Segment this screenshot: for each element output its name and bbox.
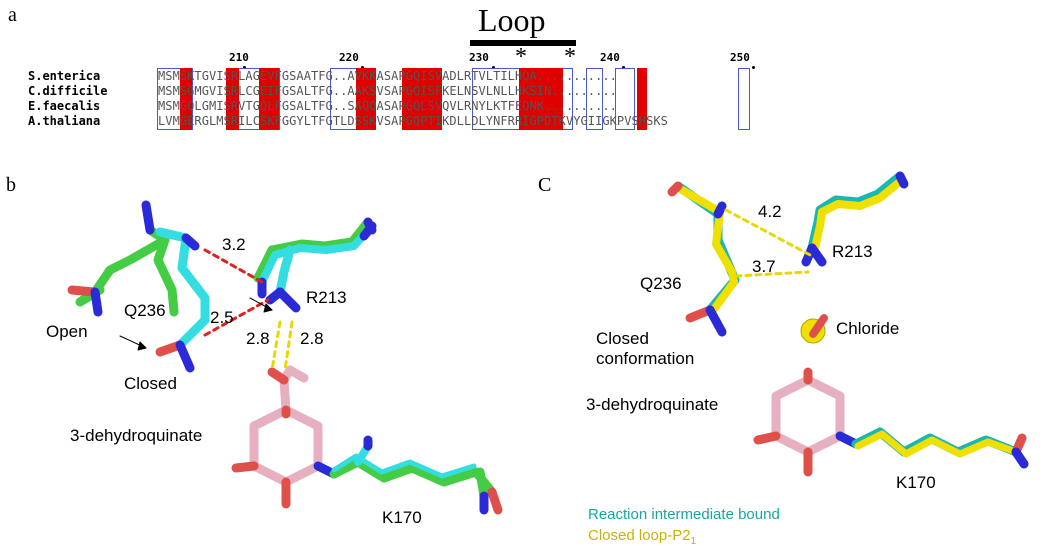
- q236-closed-cyan: [155, 227, 210, 373]
- position-tick-230: 230: [469, 51, 489, 64]
- chloride-label: Chloride: [836, 319, 899, 338]
- species-name-s-enterica: S.enterica: [28, 69, 101, 83]
- distance-label-b-4: 2.8: [300, 329, 324, 348]
- identical-block: [402, 68, 442, 130]
- position-tick-210: 210: [229, 51, 249, 64]
- position-tick-220: 220: [339, 51, 359, 64]
- chloride-ion: [800, 314, 828, 344]
- ligand-label-c: 3-dehydroquinate: [586, 395, 718, 414]
- dehydroquinate-ring-b: [231, 365, 339, 509]
- species-name-a-thaliana: A.thaliana: [28, 114, 101, 128]
- similar-block: [738, 68, 750, 130]
- panel-b-label: b: [6, 174, 16, 196]
- tick-dot: [752, 66, 755, 69]
- distance-label-b-2: 2.5: [210, 308, 234, 327]
- closed-label: Closed: [124, 374, 177, 393]
- identical-block: [356, 68, 376, 130]
- identical-block: [226, 68, 239, 130]
- panel-c-label: C: [538, 174, 552, 196]
- distance-label-c-1: 4.2: [758, 202, 782, 221]
- residue-label-r213-c: R213: [832, 242, 873, 261]
- residue-label-k170-b: K170: [382, 508, 422, 527]
- identical-block: [180, 68, 192, 130]
- identical-block: [519, 68, 563, 130]
- open-label: Open: [46, 322, 88, 341]
- q236-open-green: [67, 200, 179, 317]
- panel-a-label: a: [8, 4, 17, 26]
- tick-dot: [492, 66, 495, 69]
- sequence-a-thaliana: LVMGERGLMSRILCSKFGGYLTFGTLDSSKVSAPGQPTIK…: [158, 114, 668, 128]
- conserved-star-1: *: [515, 44, 527, 70]
- k170-c: [851, 427, 1029, 469]
- loop-bar: [470, 40, 576, 46]
- residue-label-q236-b: Q236: [124, 301, 166, 320]
- similar-block: [157, 68, 193, 130]
- conserved-star-2: *: [564, 44, 576, 70]
- residue-label-k170-c: K170: [896, 473, 936, 492]
- residue-label-r213-b: R213: [306, 288, 347, 307]
- loop-title: Loop: [478, 2, 546, 38]
- similar-block: [586, 68, 603, 130]
- similar-block: [615, 68, 635, 130]
- dehydroquinate-ring-c: [753, 367, 861, 477]
- ligand-label-b: 3-dehydroquinate: [70, 426, 202, 445]
- k170-b: [329, 435, 503, 515]
- species-name-e-faecalis: E.faecalis: [28, 99, 101, 113]
- distance-label-b-1: 3.2: [222, 235, 246, 254]
- hbonds-b: [203, 248, 294, 372]
- tick-dot: [622, 66, 625, 69]
- distance-label-b-3: 2.8: [246, 329, 270, 348]
- sequence-s-enterica: MSMSKTGVISRLAGEVFGSAATFG..AVKKASAPGQISVA…: [158, 69, 617, 83]
- r213-cyan-green: [253, 217, 377, 313]
- species-name-c-difficile: C.difficile: [28, 84, 108, 98]
- tick-dot: [243, 66, 246, 69]
- position-tick-250: 250: [730, 51, 750, 64]
- closed-conformation-label-2: conformation: [596, 349, 694, 368]
- legend-closed-loop: Closed loop-P21: [588, 527, 697, 546]
- r213-panel-c: [801, 171, 909, 267]
- hbonds-c: [724, 208, 814, 278]
- sequence-c-difficile: MSMSGMGVISRLCGEIFGSALTFG..AAKSVSAPGQISFK…: [158, 84, 617, 98]
- sequence-e-faecalis: MSMGQLGMISRVTGQLFGSALTFG..SAQQASAPGQLSVQ…: [158, 99, 617, 113]
- arrows-b: [119, 297, 273, 351]
- q236-panel-c: [667, 181, 740, 337]
- legend-closed-loop-subscript: 1: [691, 536, 697, 546]
- closed-conformation-label-1: Closed: [596, 329, 649, 348]
- distance-label-c-2: 3.7: [752, 257, 776, 276]
- residue-label-q236-c: Q236: [640, 274, 682, 293]
- legend-closed-loop-text: Closed loop-P2: [588, 527, 691, 544]
- identical-block: [259, 68, 279, 130]
- identical-block: [637, 68, 647, 130]
- tick-dot: [361, 66, 364, 69]
- legend-reaction-intermediate: Reaction intermediate bound: [588, 506, 780, 523]
- position-tick-240: 240: [600, 51, 620, 64]
